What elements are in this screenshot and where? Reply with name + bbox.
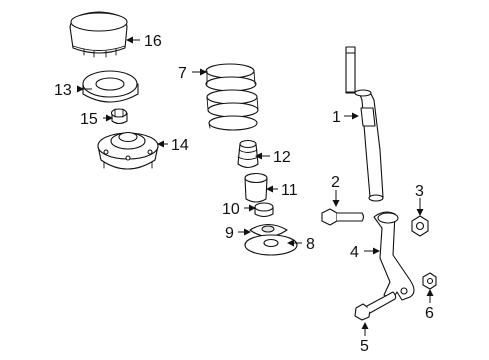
callout-6: 6 [425,305,434,322]
upper-insulator [82,70,139,103]
nut-15 [110,108,128,125]
nut-6 [422,272,437,290]
callout-8: 8 [306,236,315,253]
callout-11: 11 [281,182,298,199]
callout-15: 15 [80,111,98,128]
spring-seat [244,234,298,256]
callout-4: 4 [350,244,359,261]
callout-10: 10 [222,201,240,218]
callout-9: 9 [225,225,234,242]
bolt-5 [354,291,397,321]
mount-cover [69,11,128,58]
callout-12: 12 [273,149,291,166]
callout-14: 14 [171,137,189,154]
leader-lines [77,36,434,336]
callout-7: 7 [178,65,187,82]
strut-mount [97,131,159,170]
jounce-bumper [237,139,259,169]
bolt-2 [321,208,365,226]
callout-5: 5 [360,338,369,355]
callout-16: 16 [144,33,162,50]
insulator [249,223,288,238]
callout-1: 1 [332,109,341,126]
dust-boot [244,172,268,203]
callout-3: 3 [415,183,424,200]
strut-assembly [345,46,384,202]
bumper [254,202,274,218]
callout-13: 13 [54,82,72,99]
callout-2: 2 [331,174,340,191]
nut-3 [411,215,429,237]
coil-spring [205,63,259,131]
fork-bracket [373,211,415,301]
